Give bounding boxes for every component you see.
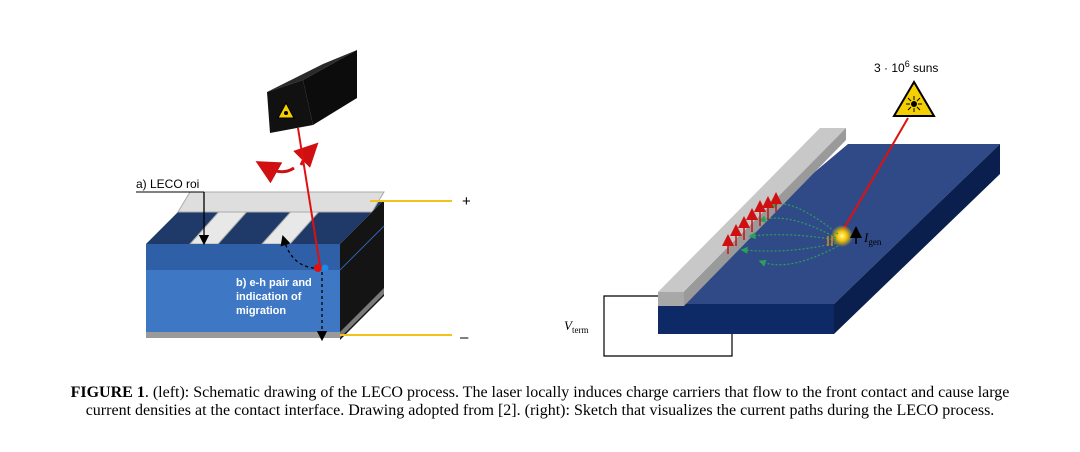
plate-right-side (834, 144, 1000, 334)
laser-warning-icon (277, 101, 295, 119)
label-eh-pair: b) e-h pair and indication of migration (236, 277, 315, 317)
right-sketch: 3 · 106 suns Igen (564, 59, 1000, 357)
left-schematic: + – a) LECO roi b) e-h pair and indicati… (136, 50, 471, 346)
plate-top (658, 144, 1000, 304)
rotation-arrow-left (255, 161, 295, 184)
rear-contact (146, 332, 340, 338)
plate-front (658, 304, 834, 334)
caption-label: FIGURE 1 (70, 384, 145, 401)
electron-dot (314, 264, 322, 272)
caption-text: . (left): Schematic drawing of the LECO … (85, 384, 1010, 419)
hole-dot (321, 264, 329, 272)
external-circuit (603, 295, 733, 357)
migration-path (280, 235, 315, 269)
vterm-label: Vterm (564, 318, 588, 335)
generation-spot (831, 225, 853, 247)
igen-label: Igen (863, 230, 882, 247)
figure-caption: FIGURE 1. (left): Schematic drawing of t… (60, 384, 1020, 420)
laser-beam (297, 127, 321, 267)
rotation-arrow-right (293, 142, 319, 168)
laser-head (267, 50, 357, 133)
busbar-front (658, 292, 684, 306)
cell-front-face (146, 270, 340, 332)
minus-sign: – (460, 329, 469, 346)
suns-label: 3 · 106 suns (874, 59, 938, 75)
laser-beam (841, 117, 909, 233)
front-contact-busbar (177, 191, 385, 213)
busbar-current-arrows (722, 192, 782, 254)
plus-sign: + (462, 193, 471, 210)
label-leco-roi: a) LECO roi (136, 177, 199, 191)
cell-emitter-layer (146, 244, 340, 270)
